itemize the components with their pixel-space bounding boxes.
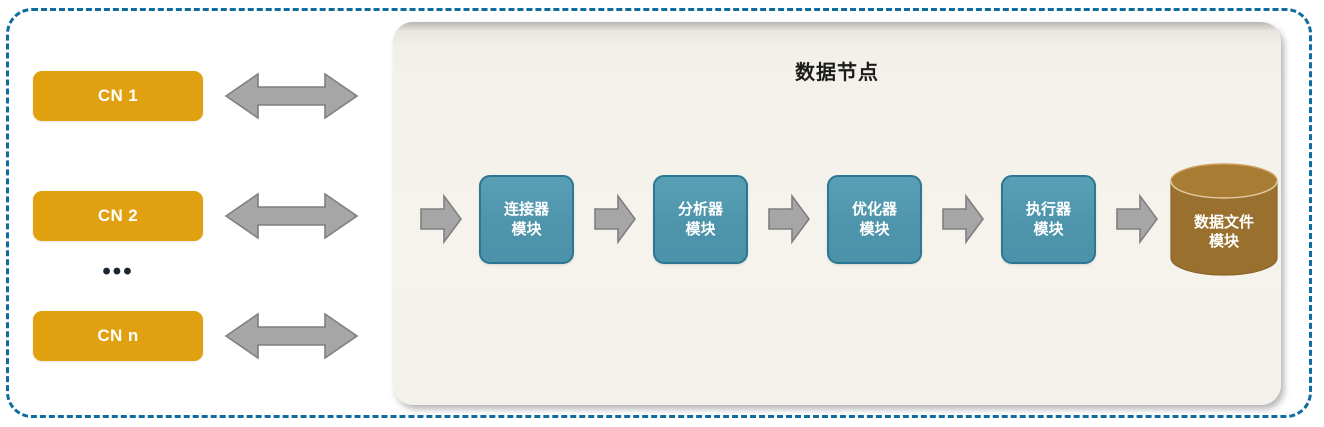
cn-node-1[interactable]: CN 1 [33,71,203,121]
module-optimizer-line1: 优化器 [851,201,897,219]
database-cylinder-icon [1170,163,1278,276]
module-executor-label: 执行器 模块 [1026,200,1071,238]
module-parser-line1: 分析器 [677,201,723,219]
bidirectional-arrow-icon [224,190,359,242]
cn-node-n-label: CN n [97,326,139,345]
module-optimizer[interactable]: 优化器 模块 [827,175,922,264]
flow-arrow-icon [1115,193,1159,245]
cluster-boundary [6,8,1312,418]
bidirectional-arrow-icon [224,310,359,362]
data-node-title: 数据节点 [795,62,879,84]
cn-nodes-ellipsis: ••• [102,258,134,285]
module-connector[interactable]: 连接器 模块 [479,175,574,264]
module-connector-label: 连接器 模块 [504,200,549,238]
module-executor[interactable]: 执行器 模块 [1001,175,1096,264]
bidirectional-arrow-icon [224,70,359,122]
module-connector-line2: 模块 [511,220,542,238]
module-optimizer-line2: 模块 [859,220,890,238]
module-parser[interactable]: 分析器 模块 [653,175,748,264]
cn-node-2[interactable]: CN 2 [33,191,203,241]
cn-node-n[interactable]: CN n [33,311,203,361]
module-parser-line2: 模块 [685,220,716,238]
module-executor-line2: 模块 [1033,220,1064,238]
flow-arrow-icon [419,193,463,245]
cn-node-2-label: CN 2 [97,206,139,225]
module-connector-line1: 连接器 [503,201,549,219]
module-executor-line1: 执行器 [1025,201,1071,219]
module-optimizer-label: 优化器 模块 [852,200,897,238]
data-file-cylinder[interactable]: 数据文件 模块 [1169,163,1279,276]
flow-arrow-icon [593,193,637,245]
cn-node-1-label: CN 1 [97,86,139,105]
flow-arrow-icon [941,193,985,245]
flow-arrow-icon [767,193,811,245]
module-parser-label: 分析器 模块 [678,200,723,238]
